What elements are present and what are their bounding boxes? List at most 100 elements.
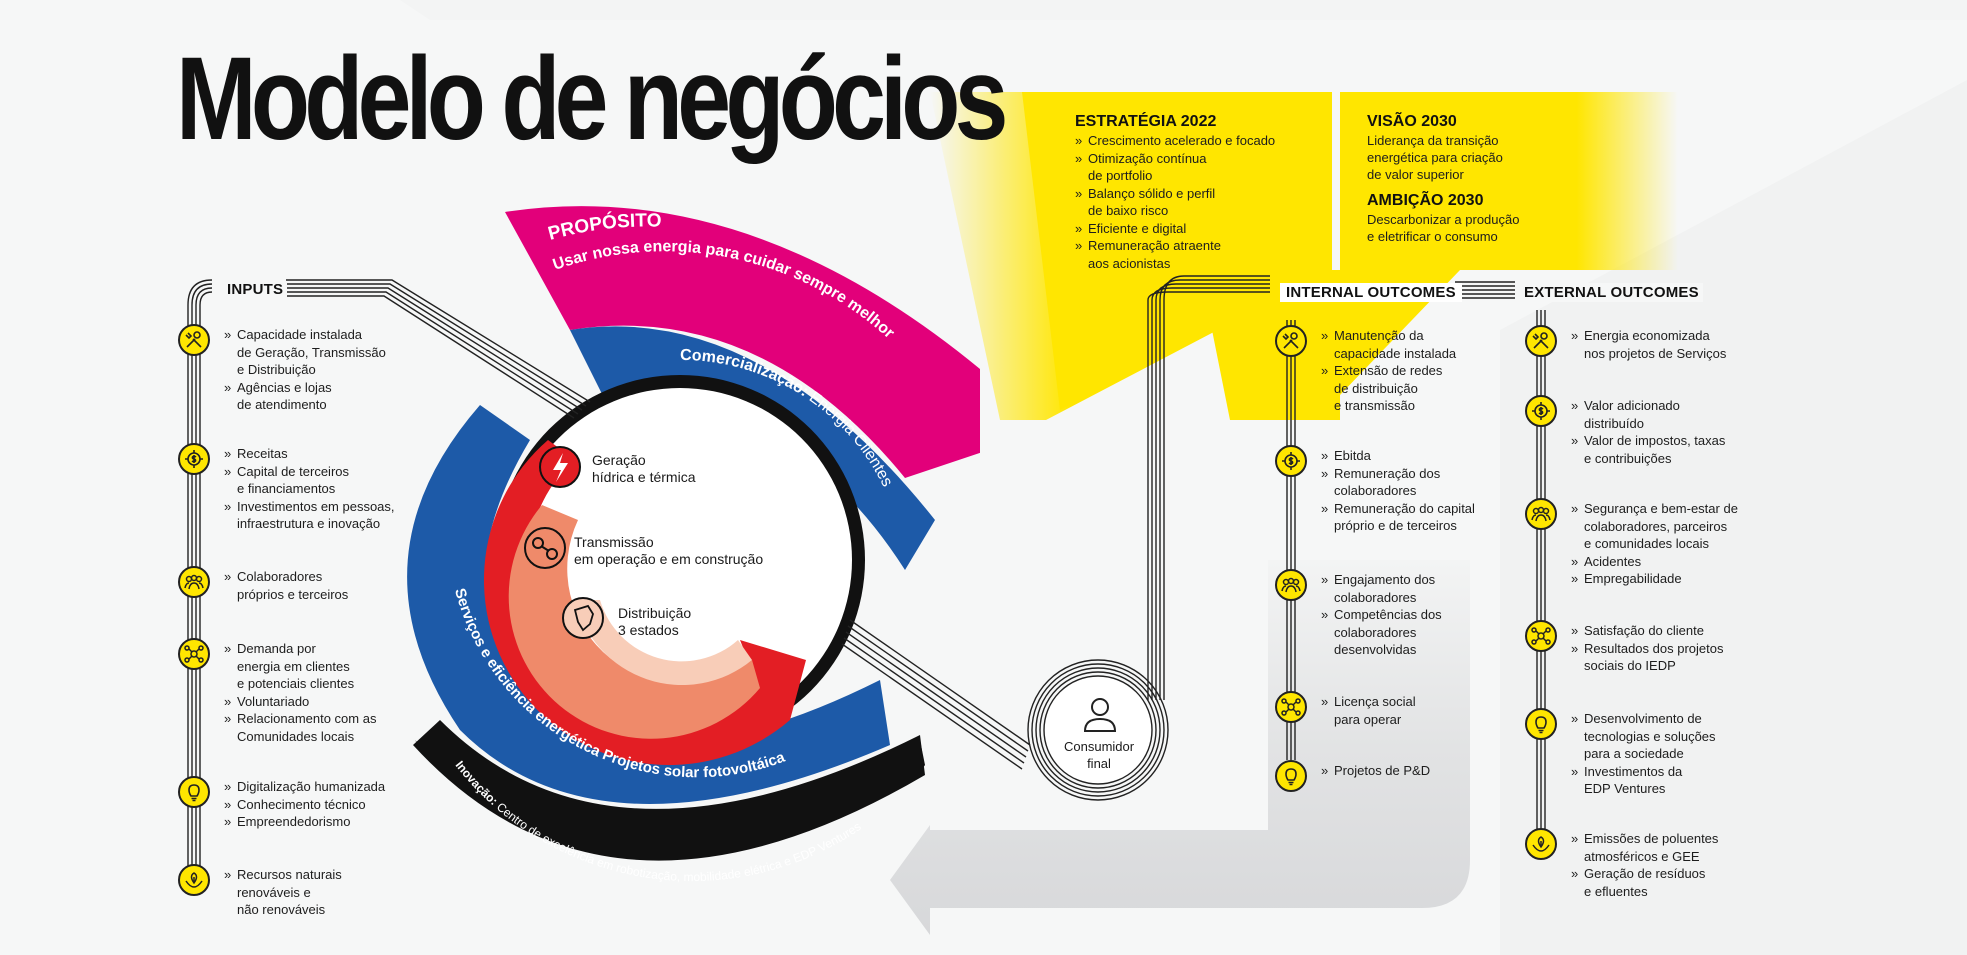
list-item-line: sociais do IEDP [1584,658,1676,673]
page-title: Modelo de negócios [176,33,1008,165]
consumer-to-internal [1147,275,1270,700]
list-item: Investimentos da EDP Ventures [1571,763,1716,798]
list-item-line: Emissões de poluentes [1584,831,1719,846]
list-item-line: Ebitda [1334,448,1371,463]
list-item-line: para operar [1334,711,1402,727]
transmissao-flow [508,505,760,739]
list-item-line: colaboradores [1334,624,1417,640]
list-item-line: de atendimento [237,397,327,412]
estrategia-block: ESTRATÉGIA 2022 Crescimento acelerado e … [1075,113,1275,272]
list-item-line: Valor adicionado [1584,398,1680,413]
list-item-line: tecnologias e soluções [1584,728,1716,744]
list-item-line: Resultados dos projetos [1584,640,1724,656]
list-item-line: e comunidades locais [1584,536,1710,551]
list-item: Remuneração dos colaboradores [1321,465,1475,500]
list-item-line: e contribuições [1584,450,1672,466]
bullet-list: EbitdaRemuneração doscolaboradoresRemune… [1321,447,1475,535]
ambicao-title: AMBIÇÃO 2030 [1367,192,1484,209]
list-item-line: Voluntariado [237,693,310,709]
list-item-line: Remuneração do capital [1334,500,1475,516]
list-item-line: e financiamentos [237,481,336,496]
list-item-line: Remuneração dos [1334,465,1441,481]
estrategia-title: ESTRATÉGIA 2022 [1075,113,1217,130]
list-item: Receitas [224,445,395,463]
vision-panel [1340,92,1678,270]
value-chain-wheel: PROPÓSITO Usar nossa energia para cuidar… [407,206,980,884]
list-item-line: não renováveis [237,902,326,917]
list-item-line: Segurança e bem-estar de [1584,501,1738,516]
list-item-line: Geração de resíduos [1584,866,1706,881]
list-item-line: Satisfação do cliente [1584,623,1704,638]
list-item-line: capacidade instalada [1334,345,1457,361]
network-icon [178,638,210,670]
list-item-line: Empreendedorismo [237,814,351,829]
list-item-line: infraestrutura e inovação [237,516,381,531]
list-item-line: e transmissão [1334,398,1415,413]
internal-to-external [1455,281,1515,299]
list-item-line: Valor de impostos, taxas [1584,433,1726,448]
consumer-icon [1083,698,1117,732]
bullet-list: Valor adicionado distribuídoValor de impo… [1571,397,1725,467]
external-heading: EXTERNAL OUTCOMES [1520,283,1703,302]
list-item-line: Agências e lojas [237,379,332,395]
list-item-line: e potenciais clientes [237,676,355,691]
list-item-line: desenvolvidas [1334,642,1417,657]
list-item-line: colaboradores [1334,589,1417,605]
list-item-line: EDP Ventures [1584,781,1666,796]
leaf-hand-icon [1525,828,1557,860]
list-item-line: nos projetos de Serviços [1584,345,1727,361]
list-item-line: distribuído [1584,415,1644,431]
money-gear-icon [1525,395,1557,427]
list-item-line: atmosféricos e GEE [1584,848,1700,864]
list-item: Competências doscolaboradoresdesenvolvid… [1321,606,1442,659]
list-item-line: Empregabilidade [1584,571,1682,586]
list-item: Empreendedorismo [224,813,385,831]
list-item: Digitalização humanizada [224,778,385,796]
visao-title: VISÃO 2030 [1367,113,1457,130]
list-item-line: Conhecimento técnico [237,796,366,812]
people-icon [1525,498,1557,530]
list-item: Voluntariado [224,693,376,711]
estrategia-item: Eficiente e digital [1075,220,1275,238]
list-item: Capital de terceiros e financiamentos [224,463,395,498]
list-item-line: colaboradores [1334,483,1417,498]
money-gear-icon [178,443,210,475]
servicos-band [407,405,890,804]
people-icon [178,566,210,598]
list-item-line: Engajamento dos [1334,572,1436,587]
list-item-line: Investimentos da [1584,763,1683,779]
network-icon [1525,620,1557,652]
list-item-line: Capital de terceiros [237,463,349,479]
internal-trunk [1286,320,1296,760]
proposito-band [505,206,980,478]
list-item: Manutenção da capacidade instalada [1321,327,1456,362]
list-item: Ebitda [1321,447,1475,465]
list-item-line: Investimentos em pessoas, [237,498,395,514]
list-item: Investimentos em pessoas, infraestrutura … [224,498,395,533]
tools-icon [1275,325,1307,357]
list-item-line: Digitalização humanizada [237,779,386,794]
list-item-line: Manutenção da [1334,328,1424,343]
list-item-line: para a sociedade [1584,746,1684,761]
list-item-line: energia em clientes [237,658,350,674]
list-item-line: Extensão de redes [1334,363,1443,378]
list-item-line: renováveis e [237,884,311,900]
list-item-line: Relacionamento com as [237,711,377,726]
